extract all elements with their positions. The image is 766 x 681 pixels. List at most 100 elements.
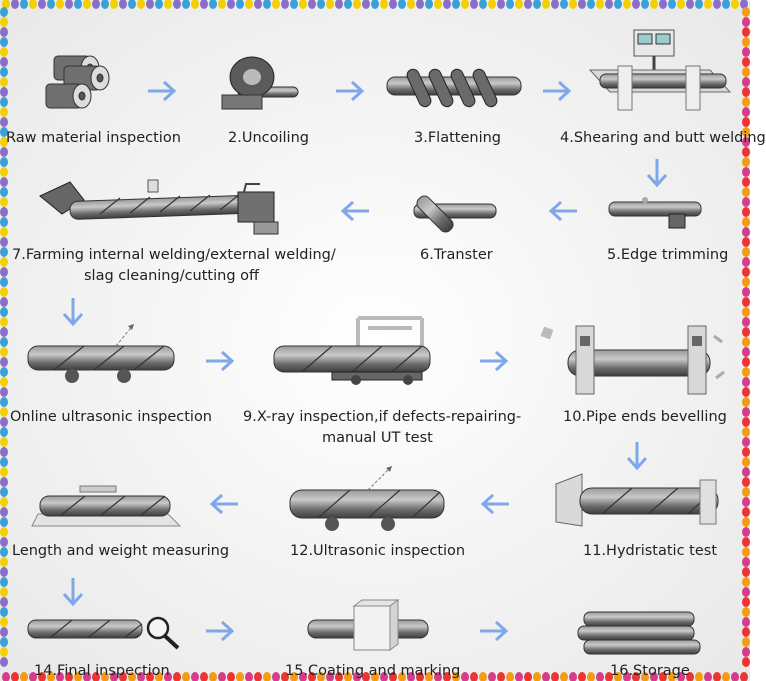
border-dot <box>0 327 8 337</box>
border-dot <box>0 357 8 367</box>
arrow-right-icon <box>206 620 235 642</box>
border-dot <box>524 672 532 681</box>
decorative-dotted-border <box>0 0 750 681</box>
arrow-down-icon <box>646 159 668 188</box>
border-dot <box>0 297 8 307</box>
border-dot <box>0 567 8 577</box>
border-dot <box>632 672 640 681</box>
border-dot <box>742 357 750 367</box>
border-dot <box>209 672 217 681</box>
border-dot <box>443 672 451 681</box>
border-dot <box>742 67 750 77</box>
step-6-label: 6.Transter <box>420 247 493 263</box>
border-dot <box>137 0 145 9</box>
border-dot <box>200 672 208 681</box>
border-dot <box>742 397 750 407</box>
border-dot <box>605 672 613 681</box>
arrow-down-icon <box>626 442 648 471</box>
border-dot <box>614 0 622 9</box>
border-dot <box>623 672 631 681</box>
border-dot <box>0 547 8 557</box>
border-dot <box>434 0 442 9</box>
border-dot <box>722 0 730 9</box>
border-dot <box>0 597 8 607</box>
arrow-right-icon <box>336 80 365 102</box>
border-dot <box>335 672 343 681</box>
border-dot <box>742 497 750 507</box>
border-dot <box>533 672 541 681</box>
border-dot <box>407 0 415 9</box>
border-dot <box>218 0 226 9</box>
border-dot <box>641 672 649 681</box>
border-dot <box>119 0 127 9</box>
border-dot <box>742 557 750 567</box>
border-dot <box>488 0 496 9</box>
border-dot <box>164 672 172 681</box>
border-dot <box>137 672 145 681</box>
border-dot <box>742 197 750 207</box>
border-dot <box>236 0 244 9</box>
magnifier-pipe-icon <box>26 614 186 654</box>
step-10-label: 10.Pipe ends bevelling <box>563 409 727 425</box>
border-dot <box>461 672 469 681</box>
border-dot <box>686 672 694 681</box>
border-dot <box>92 0 100 9</box>
border-dot <box>0 187 8 197</box>
border-dot <box>479 0 487 9</box>
border-dot <box>742 417 750 427</box>
border-dot <box>146 672 154 681</box>
border-dot <box>191 672 199 681</box>
border-dot <box>0 137 8 147</box>
border-dot <box>290 0 298 9</box>
border-dot <box>0 237 8 247</box>
border-dot <box>742 147 750 157</box>
measuring-scale-icon <box>30 484 182 530</box>
border-dot <box>742 587 750 597</box>
border-dot <box>742 407 750 417</box>
border-dot <box>742 607 750 617</box>
border-dot <box>497 0 505 9</box>
border-dot <box>263 672 271 681</box>
border-dot <box>0 87 8 97</box>
border-dot <box>0 447 8 457</box>
border-dot <box>533 0 541 9</box>
border-dot <box>0 7 8 17</box>
border-dot <box>0 287 8 297</box>
border-dot <box>587 0 595 9</box>
border-dot <box>254 672 262 681</box>
border-dot <box>0 517 8 527</box>
border-dot <box>742 507 750 517</box>
border-dot <box>0 257 8 267</box>
border-dot <box>569 0 577 9</box>
border-dot <box>0 97 8 107</box>
border-dot <box>254 0 262 9</box>
border-dot <box>155 0 163 9</box>
border-dot <box>704 0 712 9</box>
border-dot <box>605 0 613 9</box>
border-dot <box>497 672 505 681</box>
border-dot <box>742 447 750 457</box>
border-dot <box>101 672 109 681</box>
border-dot <box>0 417 8 427</box>
border-dot <box>0 627 8 637</box>
border-dot <box>742 597 750 607</box>
border-dot <box>742 217 750 227</box>
border-dot <box>0 337 8 347</box>
border-dot <box>353 672 361 681</box>
border-dot <box>0 317 8 327</box>
border-dot <box>326 0 334 9</box>
border-dot <box>371 0 379 9</box>
border-dot <box>0 227 8 237</box>
border-dot <box>47 0 55 9</box>
border-dot <box>236 672 244 681</box>
forming-welding-line-icon <box>39 178 288 240</box>
border-dot <box>742 207 750 217</box>
border-dot <box>101 0 109 9</box>
border-dot <box>488 672 496 681</box>
step-4-label: 4.Shearing and butt welding <box>560 130 766 146</box>
border-dot <box>578 672 586 681</box>
border-dot <box>551 672 559 681</box>
border-dot <box>344 0 352 9</box>
border-dot <box>425 672 433 681</box>
